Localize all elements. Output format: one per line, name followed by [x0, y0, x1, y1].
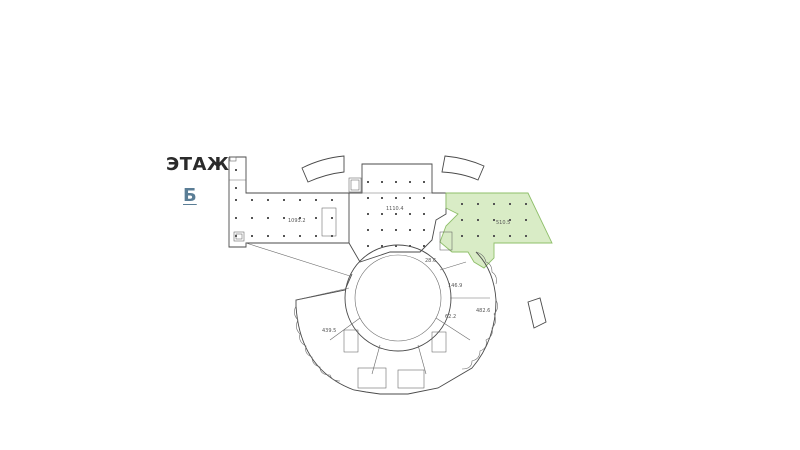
- column-marker: [267, 235, 269, 237]
- column-marker: [525, 235, 527, 237]
- central-block: [348, 163, 447, 263]
- column-marker: [461, 219, 463, 221]
- column-marker: [235, 235, 237, 237]
- column-marker: [367, 181, 369, 183]
- room-label: 28.6: [425, 258, 436, 264]
- column-marker: [409, 229, 411, 231]
- column-marker: [493, 219, 495, 221]
- column-marker: [235, 199, 237, 201]
- column-marker: [315, 217, 317, 219]
- column-marker: [299, 199, 301, 201]
- column-marker: [283, 217, 285, 219]
- column-marker: [381, 229, 383, 231]
- column-marker: [477, 235, 479, 237]
- column-marker: [525, 203, 527, 205]
- columns: [235, 169, 527, 247]
- column-marker: [409, 181, 411, 183]
- top-curved-pieces: [301, 155, 485, 183]
- floor-heading: ЭТАЖ: [166, 154, 230, 175]
- column-marker: [267, 199, 269, 201]
- column-marker: [381, 181, 383, 183]
- column-marker: [331, 199, 333, 201]
- column-marker: [493, 203, 495, 205]
- column-marker: [283, 235, 285, 237]
- column-marker: [477, 203, 479, 205]
- column-marker: [251, 235, 253, 237]
- column-marker: [477, 219, 479, 221]
- column-marker: [423, 181, 425, 183]
- room-label: 439.5: [322, 328, 336, 334]
- column-marker: [367, 245, 369, 247]
- column-marker: [395, 181, 397, 183]
- column-marker: [251, 217, 253, 219]
- column-marker: [235, 169, 237, 171]
- column-marker: [409, 213, 411, 215]
- column-marker: [267, 217, 269, 219]
- column-marker: [381, 245, 383, 247]
- column-marker: [423, 213, 425, 215]
- column-marker: [461, 235, 463, 237]
- ring-building: [245, 207, 498, 395]
- column-marker: [299, 217, 301, 219]
- column-marker: [461, 203, 463, 205]
- column-marker: [395, 213, 397, 215]
- column-marker: [423, 245, 425, 247]
- column-marker: [235, 217, 237, 219]
- column-marker: [423, 197, 425, 199]
- column-marker: [381, 197, 383, 199]
- room-label: 1110.4: [386, 206, 404, 212]
- column-marker: [235, 187, 237, 189]
- column-marker: [331, 235, 333, 237]
- column-marker: [315, 235, 317, 237]
- column-marker: [423, 229, 425, 231]
- column-marker: [525, 219, 527, 221]
- column-marker: [299, 235, 301, 237]
- column-marker: [509, 203, 511, 205]
- column-marker: [509, 235, 511, 237]
- column-marker: [367, 197, 369, 199]
- column-marker: [381, 213, 383, 215]
- room-label: 62.2: [445, 314, 456, 320]
- room-label: 510.5: [496, 220, 510, 226]
- room-label: 482.6: [476, 308, 490, 314]
- column-marker: [283, 199, 285, 201]
- right-floating-piece: [527, 297, 547, 329]
- column-marker: [395, 197, 397, 199]
- floor-selector-link[interactable]: Б: [183, 185, 197, 206]
- column-marker: [315, 199, 317, 201]
- room-label: 1093.2: [288, 218, 306, 224]
- room-label: 146.9: [448, 283, 462, 289]
- column-marker: [251, 199, 253, 201]
- column-marker: [367, 229, 369, 231]
- column-marker: [409, 245, 411, 247]
- column-marker: [493, 235, 495, 237]
- column-marker: [367, 213, 369, 215]
- column-marker: [409, 197, 411, 199]
- column-marker: [395, 245, 397, 247]
- column-marker: [395, 229, 397, 231]
- column-marker: [331, 217, 333, 219]
- column-marker: [509, 219, 511, 221]
- highlighted-unit[interactable]: [439, 192, 553, 269]
- left-wing: [228, 156, 350, 248]
